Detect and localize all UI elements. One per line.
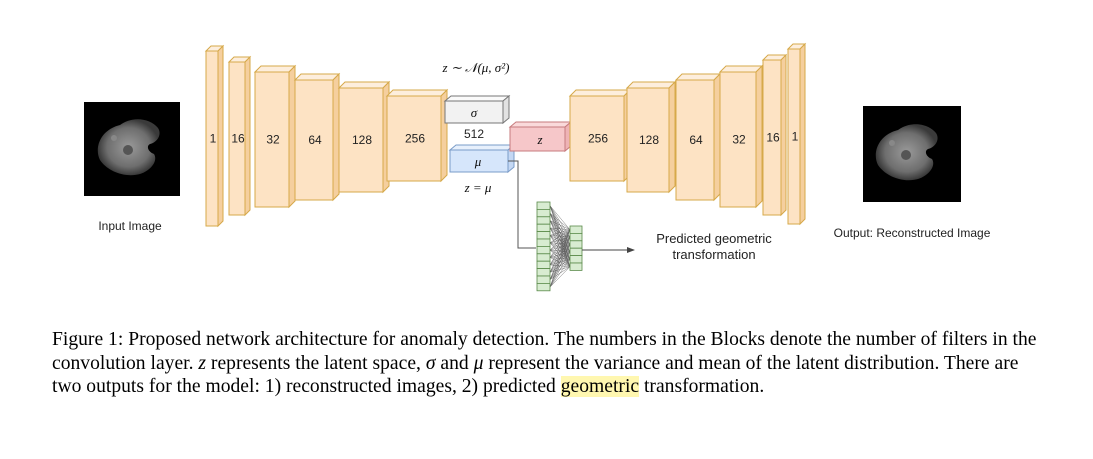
mlp-connection [549, 229, 571, 258]
figure-caption: Figure 1: Proposed network architecture … [52, 328, 1052, 399]
mlp-connection [549, 229, 571, 273]
mlp-connection [549, 229, 571, 251]
mlp-input-unit [536, 231, 551, 240]
architecture-diagram: Input Image 1 16 32 64 128 256 z ∼ 𝒩(μ, σ²) σ… [84, 42, 991, 292]
mlp-input-unit [536, 260, 551, 270]
caption-sigma: σ [425, 352, 436, 374]
mlp-input-unit [536, 245, 551, 255]
mlp-input-unit [536, 223, 551, 232]
decoder-block-4-label: 32 [732, 133, 746, 147]
encoder-block-4: 64 [293, 72, 341, 202]
predicted-label-line1: Predicted geometric [656, 231, 772, 246]
mlp-output-unit [569, 232, 583, 242]
mlp-connection [549, 237, 571, 288]
caption-mid3: represent the variance and mean of the l… [52, 352, 1019, 398]
encoder-block-1-label: 1 [210, 132, 217, 146]
mlp-input-unit [536, 253, 551, 262]
encoder-block-3: 32 [253, 64, 297, 209]
mlp-connection [549, 205, 571, 230]
mlp-head [536, 201, 583, 292]
encoder-block-3-label: 32 [266, 133, 280, 147]
mlp-output-unit [569, 225, 583, 234]
encoder-block-6-label: 256 [405, 132, 425, 146]
mlp-connection [549, 229, 571, 280]
mlp-connection [549, 244, 571, 288]
mlp-connection [549, 229, 571, 288]
input-image [84, 102, 180, 196]
encoder-block-5-label: 128 [352, 133, 372, 147]
mlp-output-unit [569, 240, 583, 249]
predicted-label-line2: transformation [672, 247, 755, 262]
prior-formula: z ∼ 𝒩(μ, σ²) [442, 60, 510, 75]
mlp-output-unit [569, 247, 583, 256]
mlp-input-unit [536, 275, 551, 284]
decoder-block-4: 32 [718, 64, 764, 209]
decoder-block-5-label: 16 [766, 131, 780, 145]
mlp-input-unit [536, 208, 551, 218]
encoder-block-1: 1 [204, 44, 225, 228]
caption-z: z [198, 352, 207, 374]
mlp-connection [549, 266, 571, 288]
caption-mu: μ [473, 352, 484, 374]
mlp-input-unit [536, 268, 551, 277]
decoder-block-2: 128 [625, 80, 677, 194]
mlp-input-unit [536, 282, 551, 292]
mlp-input-unit [536, 238, 551, 247]
decoder-block-6-label: 1 [792, 130, 799, 144]
sigma-block [443, 94, 511, 125]
input-image-label: Input Image [98, 219, 162, 233]
z-equals-mu: z = μ [464, 180, 492, 195]
z-block [508, 120, 573, 153]
caption-mid2: and [435, 352, 474, 374]
decoder-block-3: 64 [674, 72, 722, 202]
mlp-connection [549, 259, 571, 288]
mlp-output-unit [569, 255, 583, 264]
decoder-block-5: 16 [761, 53, 788, 217]
decoder-block-3-label: 64 [689, 133, 703, 147]
decoder-block-2-label: 128 [639, 133, 659, 147]
caption-highlight: geometric [560, 376, 640, 397]
z-symbol: z [536, 132, 542, 147]
output-image-label: Output: Reconstructed Image [834, 226, 991, 240]
mu-symbol: μ [474, 154, 482, 169]
mu-block [448, 143, 516, 174]
encoder-block-2: 16 [227, 55, 252, 217]
decoder-block-1-label: 256 [588, 132, 608, 146]
caption-suffix: transformation. [639, 376, 765, 397]
mlp-input-unit [536, 201, 551, 210]
encoder-block-5: 128 [337, 80, 391, 194]
mlp-input-unit [536, 216, 551, 225]
mlp-output-unit [569, 262, 583, 271]
caption-prefix: Figure 1: Proposed network architecture … [52, 329, 1037, 374]
encoder-blocks: 1 16 32 64 128 256 [204, 44, 449, 228]
mlp-connection [549, 212, 571, 230]
mu-to-mlp-connector [508, 160, 536, 249]
decoder-block-6: 1 [786, 42, 807, 226]
mlp-connection [549, 229, 571, 236]
output-image [863, 106, 961, 202]
sigma-symbol: σ [471, 105, 478, 120]
sigma-size: 512 [464, 127, 484, 141]
decoder-block-1: 256 [568, 88, 632, 183]
encoder-block-4-label: 64 [308, 133, 322, 147]
mlp-connection [549, 220, 571, 230]
mlp-connection [549, 229, 571, 243]
encoder-block-6: 256 [385, 88, 449, 183]
mlp-connection [549, 227, 571, 230]
decoder-blocks: 256 128 64 32 16 1 [568, 42, 807, 226]
mlp-connection [549, 251, 571, 288]
caption-mid1: represents the latent space, [206, 352, 426, 374]
encoder-block-2-label: 16 [231, 132, 245, 146]
mlp-connection [549, 229, 571, 265]
